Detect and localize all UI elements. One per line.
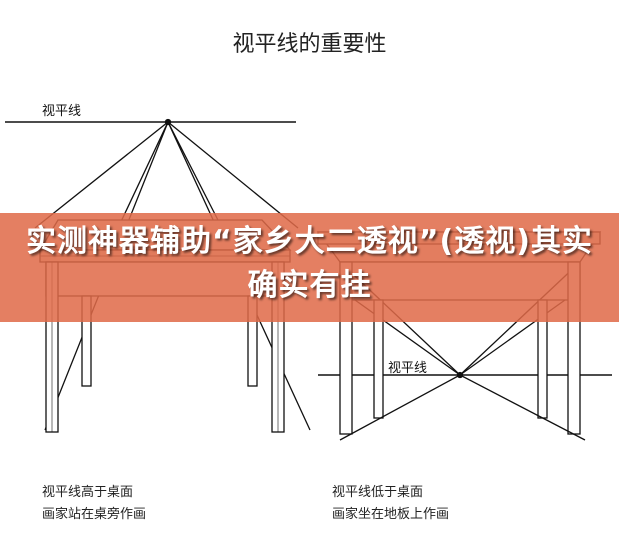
left-caption: 视平线高于桌面 画家站在桌旁作画 [42, 482, 146, 526]
right-caption: 视平线低于桌面 画家坐在地板上作画 [332, 482, 449, 526]
left-horizon-label: 视平线 [42, 104, 82, 119]
diagram-title: 视平线的重要性 [232, 32, 387, 57]
headline-banner [0, 213, 619, 322]
right-caption-line1: 视平线低于桌面 [332, 485, 424, 500]
left-caption-line2: 画家站在桌旁作画 [42, 507, 147, 522]
right-caption-line2: 画家坐在地板上作画 [332, 507, 450, 522]
headline-text: 实测神器辅助“家乡大二透视”(透视)其实确实有挂 [26, 224, 593, 303]
left-caption-line1: 视平线高于桌面 [42, 485, 134, 500]
right-horizon-label: 视平线 [388, 361, 428, 376]
